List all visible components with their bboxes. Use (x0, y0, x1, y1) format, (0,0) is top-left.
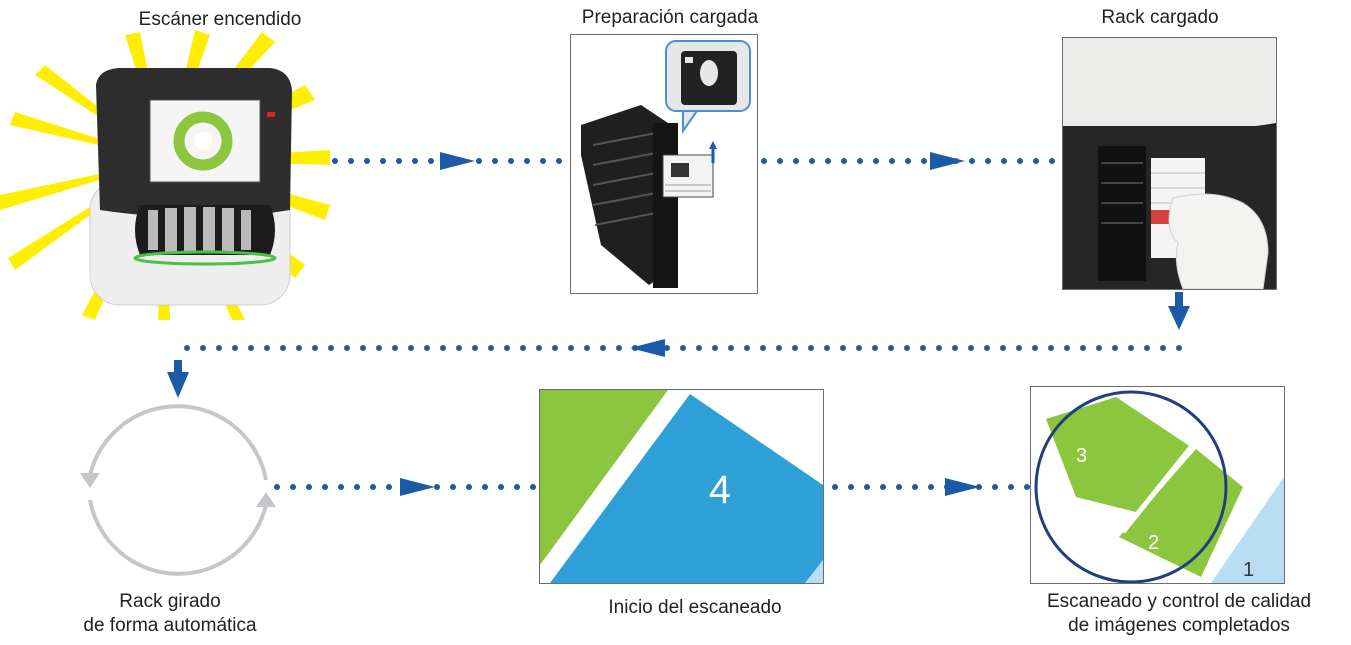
arrowhead-down-2 (167, 372, 189, 398)
label-scan-done-line2: de imágenes completados (1068, 615, 1290, 636)
gloved-hand (1168, 193, 1269, 289)
slides-loaded-frame (570, 34, 758, 294)
rack-rotation-cycle (80, 404, 276, 576)
rack-loaded-frame (1062, 37, 1277, 290)
arrowhead-2 (930, 152, 965, 170)
arrowhead-4 (400, 478, 435, 496)
qc-highlight-ring (1034, 390, 1228, 583)
segment-number-3: 3 (1076, 445, 1088, 467)
scan-done-frame: 3 2 1 (1030, 386, 1285, 584)
label-rack-rotated-line1: Rack girado (119, 591, 221, 612)
arrowhead-1 (440, 152, 475, 170)
arrow-down-shaft-1 (1175, 292, 1183, 308)
scanner-on-illustration (0, 30, 330, 320)
label-scan-done-line1: Escaneado y control de calidad (1046, 591, 1312, 612)
label-rack-loaded: Rack cargado (1101, 7, 1219, 28)
cycle-arc-top (88, 404, 268, 481)
slide-rack-illustration (581, 40, 751, 288)
label-scanner-on: Escáner encendido (138, 9, 302, 30)
arrow-down-shaft-2 (174, 360, 182, 374)
scan-segment-illustration (540, 390, 823, 583)
label-rack-rotated-line2: de forma automática (83, 615, 257, 636)
scanner-screen-wheel (173, 111, 233, 171)
label-scan-done: Escaneado y control de calidad de imágen… (1010, 590, 1348, 638)
arrowhead-left (630, 339, 665, 357)
segment-number-4: 4 (708, 468, 732, 512)
segment-blue (550, 394, 823, 583)
arrowhead-down-1 (1168, 306, 1190, 330)
segment-number-2: 2 (1148, 532, 1160, 554)
segment-number-1: 1 (1243, 559, 1255, 581)
scan-start-frame: 4 (539, 389, 824, 584)
rack-loaded-illustration (1063, 38, 1276, 289)
label-scan-start: Inicio del escaneado (608, 597, 782, 618)
qc-segments-illustration (1034, 390, 1284, 583)
label-rack-rotated: Rack girado de forma automática (40, 590, 300, 638)
arrowhead-5 (945, 478, 980, 496)
cycle-arc-bottom (88, 499, 268, 576)
label-slides-loaded: Preparación cargada (581, 7, 759, 28)
